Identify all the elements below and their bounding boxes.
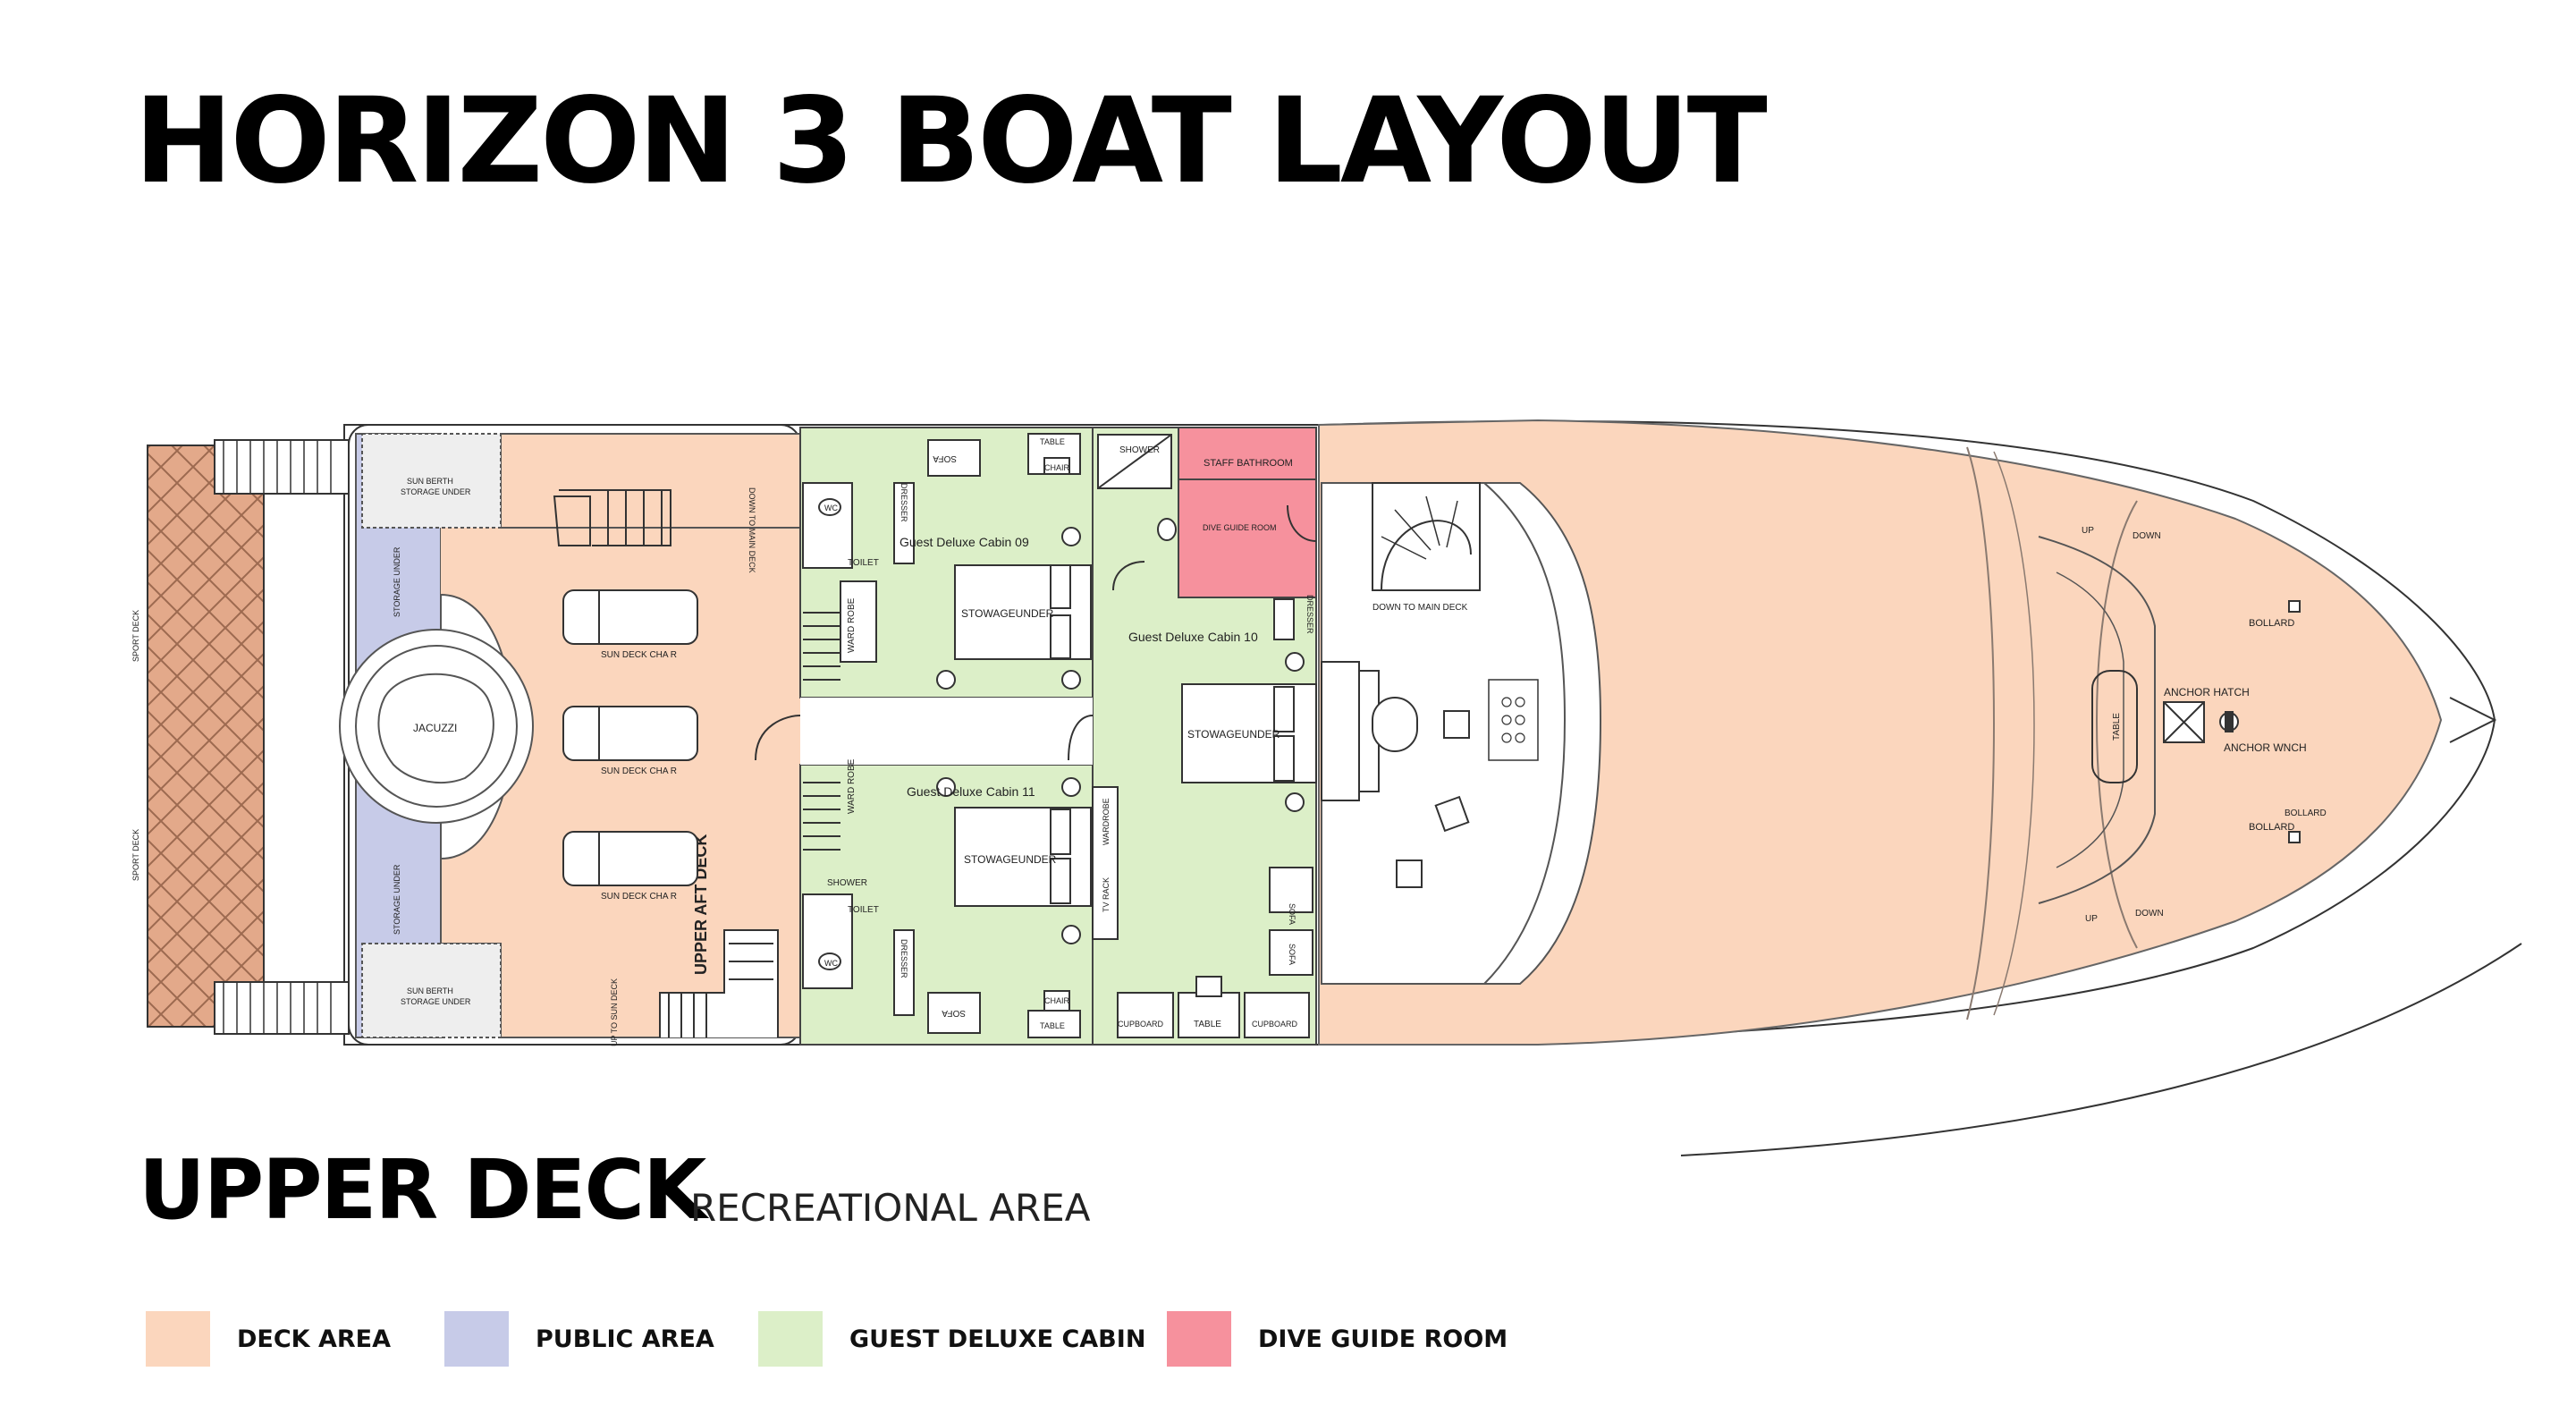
down-label-top: DOWN bbox=[2133, 531, 2161, 541]
sun-deck-chair-label-1: SUN DECK CHA R bbox=[601, 650, 677, 660]
cabin-10-shower: SHOWER bbox=[1119, 445, 1160, 455]
down-label-bottom: DOWN bbox=[2135, 909, 2164, 919]
cabin-11-tv-rack: TV RACK bbox=[1102, 877, 1111, 912]
cabin-10-dresser: DRESSER bbox=[1305, 595, 1314, 634]
cabin-09-wc: WC bbox=[824, 504, 838, 512]
cabin-11-label: Guest Deluxe Cabin 11 bbox=[907, 784, 1035, 799]
cabin-10-cupboard-left: CUPBOARD bbox=[1118, 1020, 1164, 1029]
storage-under-label-left-bottom: STORAGE UNDER bbox=[393, 864, 401, 935]
cabin-11-dresser: DRESSER bbox=[899, 939, 908, 978]
bow-inner-line bbox=[2449, 697, 2497, 743]
cabin-11-wardrobe-2: WARDROBE bbox=[1102, 798, 1111, 845]
dive-guide-room-label: DIVE GUIDE ROOM bbox=[1203, 523, 1277, 532]
up-label-bottom: UP bbox=[2085, 914, 2098, 924]
legend-swatch-public-area bbox=[444, 1311, 509, 1367]
legend-item-public-area: PUBLIC AREA bbox=[444, 1311, 714, 1367]
cabin-09-sofa: SOFA bbox=[933, 453, 957, 463]
storage-under-label-left-top: STORAGE UNDER bbox=[393, 546, 401, 617]
sun-berth-top bbox=[361, 433, 502, 529]
cabin-11-shower: SHOWER bbox=[827, 878, 867, 888]
cabin-09-dresser: DRESSER bbox=[899, 483, 908, 522]
cabin-09-chair: CHAIR bbox=[1044, 463, 1070, 472]
sport-deck-label-top: SPORT DECK bbox=[131, 610, 140, 662]
sport-deck-label-bottom: SPORT DECK bbox=[131, 829, 140, 881]
legend-label-deck-area: DECK AREA bbox=[237, 1325, 392, 1353]
legend-swatch-guest-deluxe-cabin bbox=[758, 1311, 823, 1367]
legend-label-dive-guide-room: DIVE GUIDE ROOM bbox=[1258, 1325, 1508, 1353]
down-to-main-label: DOWN TO MAIN DECK bbox=[747, 487, 756, 573]
cabin-11-wc: WC bbox=[824, 959, 838, 968]
sun-deck-chair-label-3: SUN DECK CHA R bbox=[601, 892, 677, 902]
cabin-11-toilet: TOILET bbox=[848, 905, 879, 915]
jacuzzi bbox=[339, 629, 534, 824]
sport-deck bbox=[147, 445, 265, 1028]
sun-berth-bottom bbox=[361, 943, 502, 1038]
staff-bathroom bbox=[1178, 427, 1317, 480]
anchor-winch-label: ANCHOR WNCH bbox=[2224, 741, 2307, 754]
page-title: HORIZON 3 BOAT LAYOUT bbox=[134, 72, 1768, 210]
cabin-09-label: Guest Deluxe Cabin 09 bbox=[899, 535, 1029, 549]
deck-subtitle: RECREATIONAL AREA bbox=[690, 1186, 1091, 1230]
cabin-10-cupboard-right: CUPBOARD bbox=[1252, 1020, 1298, 1029]
cabin-11-wardrobe: WARD ROBE bbox=[847, 758, 857, 814]
cabin-10-table: TABLE bbox=[1194, 1020, 1221, 1029]
legend-item-dive-guide-room: DIVE GUIDE ROOM bbox=[1167, 1311, 1508, 1367]
forward-deck-area bbox=[1318, 419, 2443, 1046]
cabin-09-toilet: TOILET bbox=[848, 558, 879, 568]
cabin-10-sofa: SOFA bbox=[1288, 903, 1296, 925]
bollard-label-bottom: BOLLARD bbox=[2249, 822, 2294, 833]
dive-guide-room bbox=[1178, 478, 1317, 598]
deck-title: UPPER DECK bbox=[139, 1142, 706, 1238]
cabin-10-label: Guest Deluxe Cabin 10 bbox=[1128, 630, 1258, 644]
sun-deck-chairs bbox=[562, 589, 698, 886]
cabin-10-stowage: STOWAGEUNDER bbox=[1187, 728, 1280, 741]
legend-label-public-area: PUBLIC AREA bbox=[536, 1325, 714, 1353]
bollard-label-top: BOLLARD bbox=[2249, 618, 2294, 629]
cabin-11-chair: CHAIR bbox=[1044, 996, 1070, 1005]
cabin-09-stowage: STOWAGEUNDER bbox=[961, 607, 1054, 620]
sun-berth-label-bottom: SUN BERTH bbox=[407, 986, 453, 995]
corridor bbox=[800, 698, 1093, 765]
cabin-11-sofa: SOFA bbox=[942, 1008, 966, 1018]
cabin-09-wardrobe: WARD ROBE bbox=[847, 597, 857, 653]
legend-label-guest-deluxe-cabin: GUEST DELUXE CABIN bbox=[849, 1325, 1146, 1353]
bollard-label-bottom-2: BOLLARD bbox=[2285, 809, 2327, 818]
bow-table-label: TABLE bbox=[2112, 713, 2122, 741]
down-to-main-label-2: DOWN TO MAIN DECK bbox=[1372, 603, 1468, 613]
up-to-sun-deck-label: UP TO SUN DECK bbox=[610, 978, 619, 1046]
legend-swatch-deck-area bbox=[146, 1311, 210, 1367]
cabin-11-stowage: STOWAGEUNDER bbox=[964, 853, 1057, 866]
legend-swatch-dive-guide-room bbox=[1167, 1311, 1231, 1367]
cabin-11-table: TABLE bbox=[1040, 1021, 1065, 1030]
cabin-09-table: TABLE bbox=[1040, 437, 1065, 446]
legend-item-guest-deluxe-cabin: GUEST DELUXE CABIN bbox=[758, 1311, 1145, 1367]
storage-under-label-top: STORAGE UNDER bbox=[401, 487, 471, 496]
up-label-top: UP bbox=[2082, 526, 2094, 536]
cabin-10-sofa-2: SOFA bbox=[1288, 944, 1296, 965]
staff-bathroom-label: STAFF BATHROOM bbox=[1204, 458, 1293, 469]
sun-deck-chair-label-2: SUN DECK CHA R bbox=[601, 766, 677, 776]
anchor-hatch-label: ANCHOR HATCH bbox=[2164, 686, 2250, 699]
jacuzzi-label: JACUZZI bbox=[413, 722, 457, 734]
sun-berth-label-top: SUN BERTH bbox=[407, 477, 453, 486]
legend-item-deck-area: DECK AREA bbox=[146, 1311, 391, 1367]
storage-under-label-bottom: STORAGE UNDER bbox=[401, 997, 471, 1006]
hull-sweep-line bbox=[1680, 943, 2522, 1156]
